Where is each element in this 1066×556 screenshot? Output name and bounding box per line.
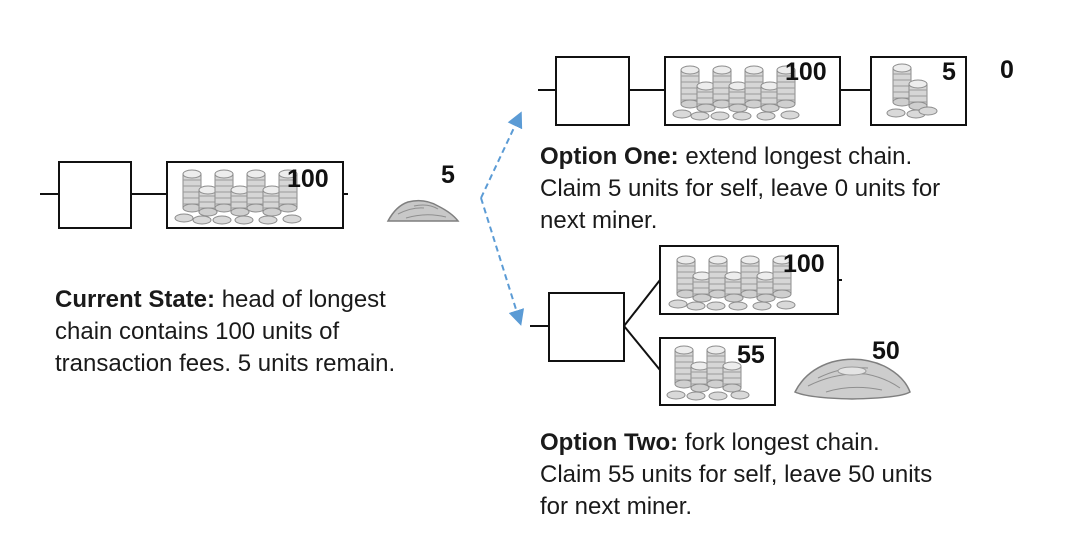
caption-line: Current State: head of longest — [55, 284, 475, 316]
coin-pile-icon — [793, 358, 911, 400]
caption-line: Option Two: fork longest chain. — [540, 427, 1040, 459]
empty-block — [548, 292, 625, 362]
caption-text: fork longest chain. — [684, 429, 880, 456]
caption-line: chain contains 100 units of — [55, 318, 340, 345]
remaining-fee-label: 5 — [441, 161, 455, 189]
caption-text: head of longest — [221, 286, 386, 313]
caption-line: transaction fees. 5 units remain. — [55, 350, 396, 377]
fork-link-upper — [623, 279, 661, 327]
option-one-caption: Option One: extend longest chain. Claim … — [540, 141, 1040, 237]
left-over-label: 0 — [1000, 56, 1014, 84]
empty-block — [555, 56, 630, 126]
caption-text: extend longest chain. — [685, 143, 913, 170]
caption-line: for next miner. — [540, 493, 693, 520]
option-two-caption: Option Two: fork longest chain. Claim 55… — [540, 427, 1040, 523]
caption-line: Claim 55 units for self, leave 50 units — [540, 461, 933, 488]
arrow-option-one — [480, 111, 523, 199]
caption-label: Option Two: — [540, 429, 679, 456]
caption-line: Claim 5 units for self, leave 0 units fo… — [540, 175, 941, 202]
caption-line: Option One: extend longest chain. — [540, 141, 1040, 173]
new-block-fee-label: 5 — [942, 58, 956, 86]
block-fee-label: 100 — [783, 250, 825, 278]
caption-line: next miner. — [540, 207, 658, 234]
caption-label: Current State: — [55, 286, 216, 313]
block-fee-label: 100 — [287, 165, 329, 193]
caption-label: Option One: — [540, 143, 679, 170]
arrow-option-two — [480, 197, 525, 326]
left-over-label: 50 — [872, 337, 900, 365]
block-fee-label: 100 — [785, 58, 827, 86]
empty-block — [58, 161, 132, 229]
coin-pile-icon — [386, 199, 460, 222]
fork-block-fee-label: 55 — [737, 341, 765, 369]
current-state-caption: Current State: head of longest chain con… — [55, 284, 475, 380]
fork-link-lower — [623, 325, 661, 371]
